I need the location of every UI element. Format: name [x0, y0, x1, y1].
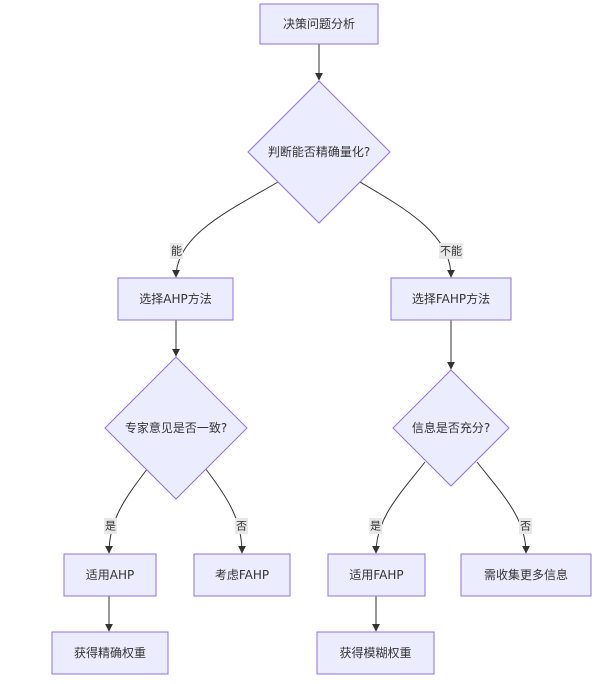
node-exact-weights-label: 获得精确权重: [74, 645, 146, 660]
node-choose-ahp: 选择AHP方法: [117, 277, 234, 321]
node-need-more-info: 需收集更多信息: [460, 553, 592, 597]
edge-label-expert-yes-text: 是: [105, 520, 116, 533]
edge-expert-to-consider-fahp: [204, 467, 246, 554]
decision-info-sufficient: 信息是否充分?: [392, 369, 510, 487]
decision-can-quantify-label: 判断能否精确量化?: [268, 144, 370, 159]
edge-label-cannot: 不能: [439, 243, 463, 259]
edge-label-expert-no: 否: [235, 518, 248, 534]
node-use-fahp: 适用FAHP: [327, 553, 426, 597]
edge-label-info-yes: 是: [369, 518, 382, 534]
edge-label-can-text: 能: [171, 244, 182, 258]
edge-label-info-no-text: 否: [520, 520, 531, 533]
node-consider-fahp-label: 考虑FAHP: [215, 568, 269, 582]
node-use-ahp: 适用AHP: [63, 553, 157, 597]
node-use-ahp-label: 适用AHP: [86, 568, 134, 582]
edge-info-to-need-info: [476, 461, 530, 554]
node-choose-ahp-label: 选择AHP方法: [139, 291, 211, 306]
edge-quantify-to-fahp: [359, 181, 455, 278]
edge-label-info-no: 否: [519, 518, 532, 534]
node-decision-problem-analysis-label: 决策问题分析: [283, 17, 355, 31]
node-need-more-info-label: 需收集更多信息: [484, 567, 568, 582]
decision-can-quantify: 判断能否精确量化?: [247, 80, 391, 224]
node-choose-fahp-label: 选择FAHP方法: [412, 291, 490, 306]
edge-label-cannot-text: 不能: [440, 244, 462, 258]
edge-label-expert-yes: 是: [104, 518, 117, 534]
node-decision-problem-analysis: 决策问题分析: [259, 3, 379, 45]
node-exact-weights: 获得精确权重: [51, 631, 169, 675]
edge-label-can: 能: [170, 243, 183, 259]
node-choose-fahp: 选择FAHP方法: [390, 277, 512, 321]
node-use-fahp-label: 适用FAHP: [349, 568, 403, 582]
edge-info-to-use-fahp: [372, 461, 426, 554]
decision-expert-consensus-label: 专家意见是否一致?: [125, 420, 227, 435]
node-fuzzy-weights-label: 获得模糊权重: [339, 645, 411, 660]
node-fuzzy-weights: 获得模糊权重: [316, 631, 435, 675]
edge-expert-to-use-ahp: [105, 467, 149, 554]
node-consider-fahp: 考虑FAHP: [193, 553, 291, 597]
edge-label-expert-no-text: 否: [236, 520, 247, 533]
edge-label-info-yes-text: 是: [370, 520, 381, 533]
decision-expert-consensus: 专家意见是否一致?: [104, 356, 248, 500]
decision-info-sufficient-label: 信息是否充分?: [412, 420, 490, 435]
edge-quantify-to-ahp: [172, 181, 279, 278]
